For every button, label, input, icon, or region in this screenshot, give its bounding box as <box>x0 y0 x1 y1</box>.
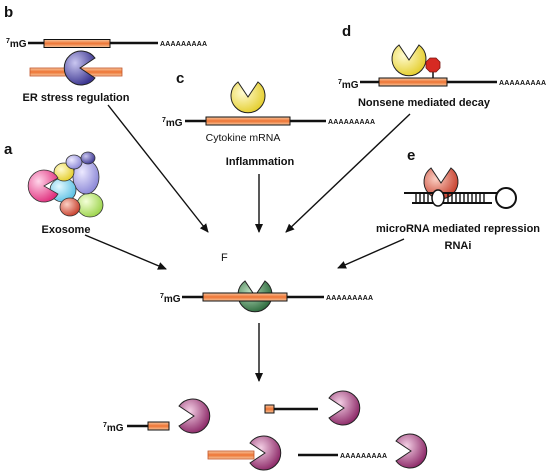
cap-label: 7mG <box>6 38 27 50</box>
panel-label-d: d <box>342 23 351 40</box>
panel-label-e: e <box>407 147 415 164</box>
cap-label: 7mG <box>162 117 183 129</box>
stop-sign-icon <box>425 57 441 80</box>
exosome-label: Exosome <box>42 224 91 236</box>
panel-label-a: a <box>4 141 13 158</box>
orf-box <box>205 116 291 126</box>
product-capped-fragment: 7mG <box>103 421 170 434</box>
panel-label-b: b <box>4 4 13 21</box>
cap-label: 7mG <box>103 422 124 434</box>
product-orf-fragment <box>207 450 255 460</box>
pacman-nuclease-icon <box>63 50 96 86</box>
mrna-b: 7mG AAAAAAAAA <box>6 38 207 50</box>
rna-hairpin-icon <box>404 187 517 209</box>
polya-tail: AAAAAAAAA <box>499 80 546 87</box>
product-orf-tail-fragment <box>264 404 318 414</box>
orf-fragment <box>207 450 255 460</box>
rnai-label: RNAi <box>445 240 472 252</box>
polya-tail: AAAAAAAAA <box>328 119 375 126</box>
mrna-central: 7mG AAAAAAAAA <box>160 292 373 305</box>
orf-box <box>43 39 111 48</box>
polya-tail: AAAAAAAAA <box>160 41 207 48</box>
pacman-nuclease-icon <box>328 390 361 426</box>
arrow-exosome-to-center <box>84 234 167 270</box>
orf-box <box>147 421 170 431</box>
pacman-nuclease-icon <box>230 81 266 114</box>
pacman-nuclease-icon <box>178 398 211 434</box>
nmd-label: Nonsene mediated decay <box>358 97 491 109</box>
pacman-nuclease-icon <box>391 44 427 77</box>
cap-label: 7mG <box>338 79 359 91</box>
cytokine-mrna-label: Cytokine mRNA <box>206 132 281 144</box>
mrna-c: 7mG AAAAAAAAA <box>162 116 375 129</box>
orf-box <box>378 77 448 87</box>
orf-box <box>202 292 288 302</box>
factor-label: F <box>221 252 228 264</box>
arrow-er-to-center <box>107 104 209 233</box>
product-polya-fragment: AAAAAAAAA <box>298 453 387 460</box>
pacman-nuclease-icon <box>395 433 428 469</box>
mirna-label: microRNA mediated repression <box>376 223 540 235</box>
arrow-mirna-to-center <box>337 238 405 269</box>
inflammation-label: Inflammation <box>226 156 295 168</box>
panel-label-c: c <box>176 70 184 87</box>
orf-box <box>264 404 275 414</box>
pacman-nuclease-icon <box>249 435 282 471</box>
mrna-d: 7mG AAAAAAAAA <box>338 77 546 91</box>
er-stress-label: ER stress regulation <box>23 92 130 104</box>
cap-label: 7mG <box>160 293 181 305</box>
arrow-icon <box>84 104 411 382</box>
polya-tail: AAAAAAAAA <box>340 453 387 460</box>
arrow-nmd-to-center <box>285 113 411 233</box>
exosome-complex-icon <box>27 151 104 218</box>
polya-tail: AAAAAAAAA <box>326 295 373 302</box>
